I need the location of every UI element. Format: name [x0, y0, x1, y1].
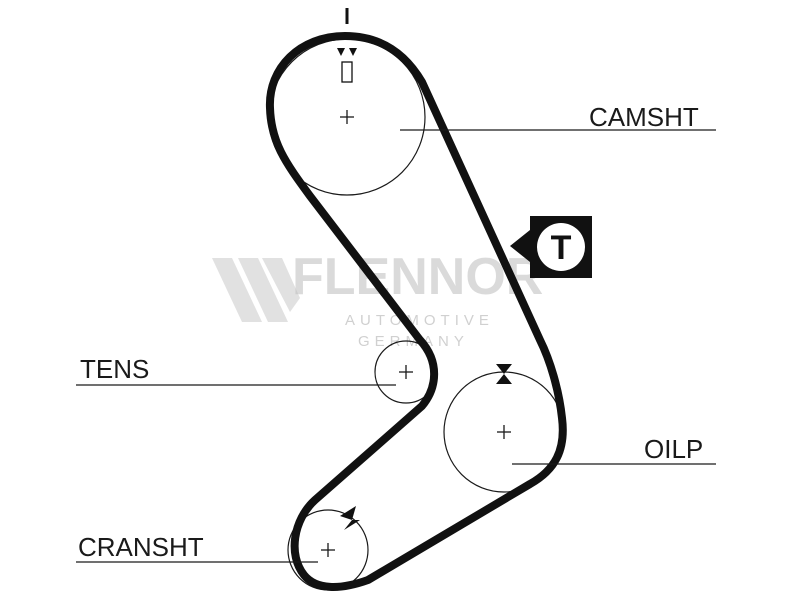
camshaft-alignment-arrows-icon — [337, 48, 357, 83]
tensioner-label: TENS — [80, 354, 149, 384]
crankshaft-label: CRANSHT — [78, 532, 204, 562]
oil-pump-alignment-mark-icon — [496, 364, 512, 384]
oil-pump-label: OILP — [644, 434, 703, 464]
brand-logo-icon — [212, 258, 300, 322]
watermark-line1: AUTOMOTIVE — [345, 312, 494, 329]
tension-point-symbol: T — [510, 216, 592, 278]
timing-belt — [265, 32, 567, 591]
tension-symbol-letter: T — [551, 229, 572, 267]
camshaft-label: CAMSHT — [589, 102, 699, 132]
watermark: FLENNOR AUTOMOTIVE GERMANY ® — [212, 248, 583, 350]
crankshaft-alignment-mark-icon — [340, 506, 360, 530]
